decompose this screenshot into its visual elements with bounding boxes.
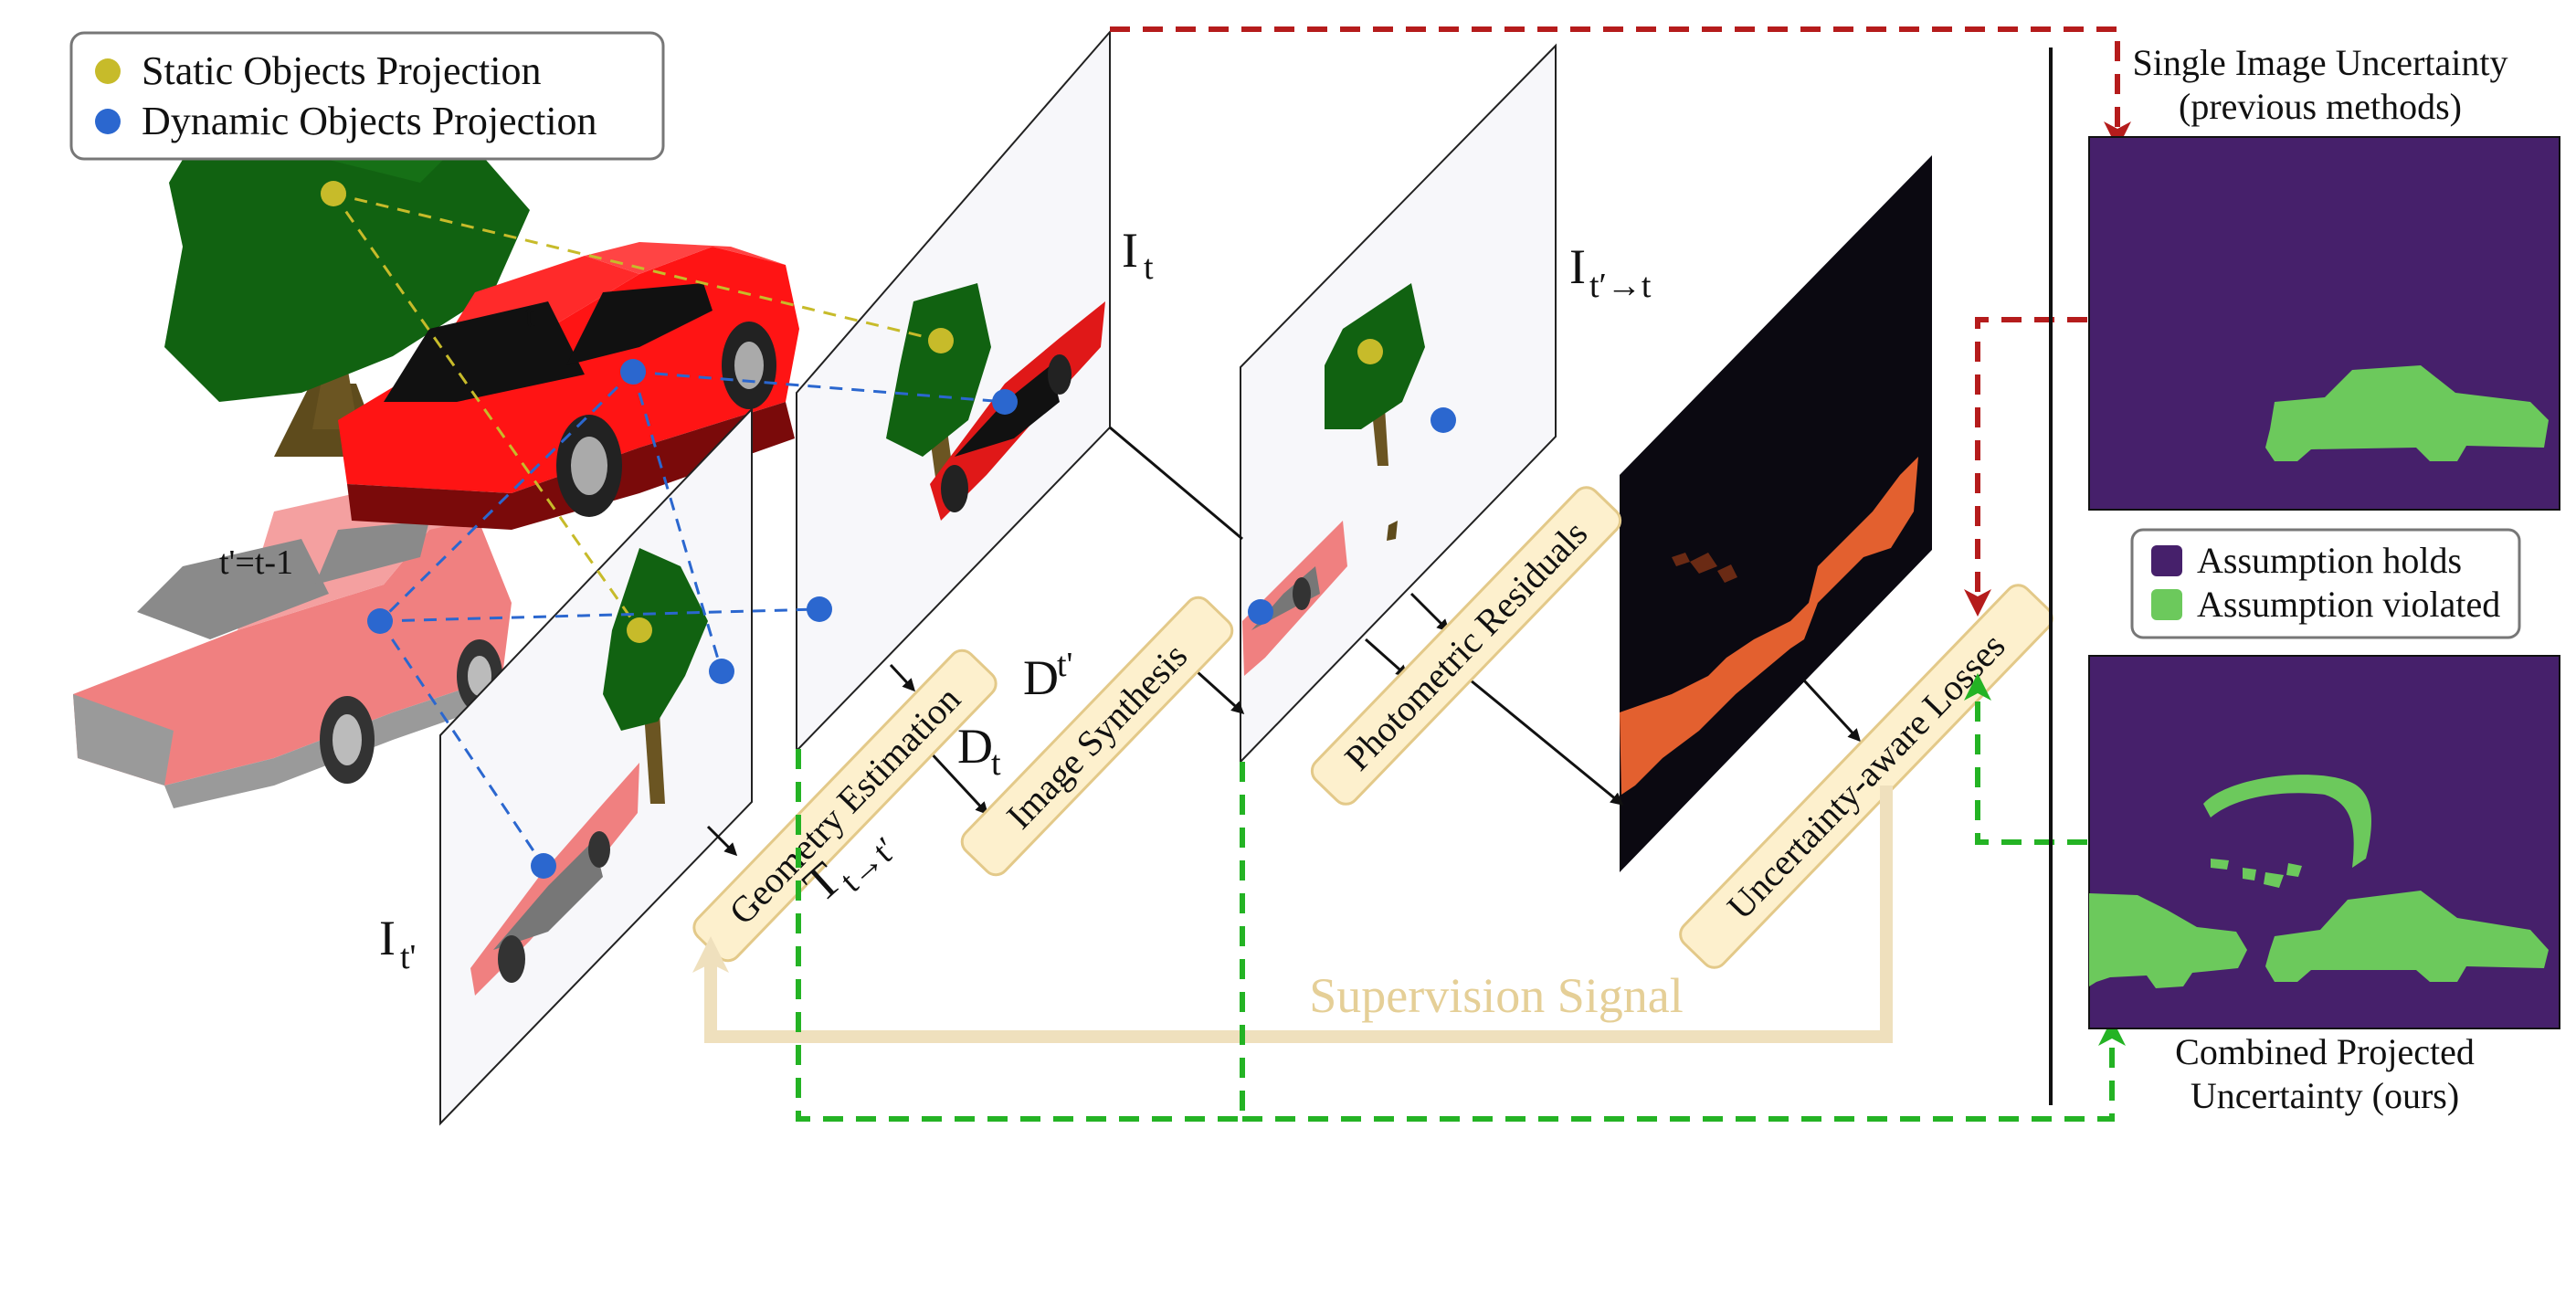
frame-it-prime: I t'	[379, 406, 753, 1126]
residual-map	[1620, 155, 1932, 872]
combined-uncertainty-map	[2088, 655, 2560, 1029]
supervision-label: Supervision Signal	[1309, 968, 1684, 1023]
projection-lines	[332, 192, 1006, 867]
flow-arrows	[706, 426, 1862, 857]
warped-sub: t′→t	[1589, 267, 1652, 305]
legend-holds: Assumption holds	[2197, 540, 2462, 581]
it-prime-main: I	[379, 911, 396, 965]
top-title-line2: (previous methods)	[2179, 86, 2462, 127]
bottom-title-line2: Uncertainty (ours)	[2191, 1075, 2459, 1116]
it-prime-sub: t'	[400, 938, 416, 976]
legend-violated: Assumption violated	[2197, 584, 2500, 625]
dtp-main: D	[1023, 650, 1059, 705]
top-title-line1: Single Image Uncertainty	[2133, 42, 2508, 83]
bottom-title-line1: Combined Projected	[2175, 1031, 2475, 1072]
single-image-uncertainty-map	[2088, 136, 2560, 511]
projection-points	[321, 181, 1456, 879]
dt-sub: t	[991, 744, 1001, 783]
car-t-label: t	[525, 296, 535, 334]
right-panel: Single Image Uncertainty (previous metho…	[2088, 42, 2560, 1116]
legend-dynamic: Dynamic Objects Projection	[142, 99, 597, 143]
legend: Static Objects Projection Dynamic Object…	[69, 31, 665, 161]
supervision-signal: Supervision Signal	[692, 786, 1893, 1043]
static-legend-dot	[95, 58, 121, 84]
dtp-sub: t'	[1057, 646, 1072, 684]
dynamic-legend-dot	[95, 109, 121, 134]
dt-main: D	[957, 719, 993, 774]
step-image-synthesis: Image Synthesis	[960, 596, 1234, 877]
legend-static: Static Objects Projection	[142, 48, 541, 93]
it-main: I	[1122, 223, 1138, 278]
car-current-frame: t	[338, 242, 799, 530]
warped-main: I	[1569, 239, 1586, 294]
frame-it: I t	[796, 29, 1154, 754]
it-sub: t	[1144, 248, 1154, 287]
assumption-legend: Assumption holds Assumption violated	[2130, 528, 2521, 639]
car-prev-label: t'=t-1	[219, 543, 293, 582]
